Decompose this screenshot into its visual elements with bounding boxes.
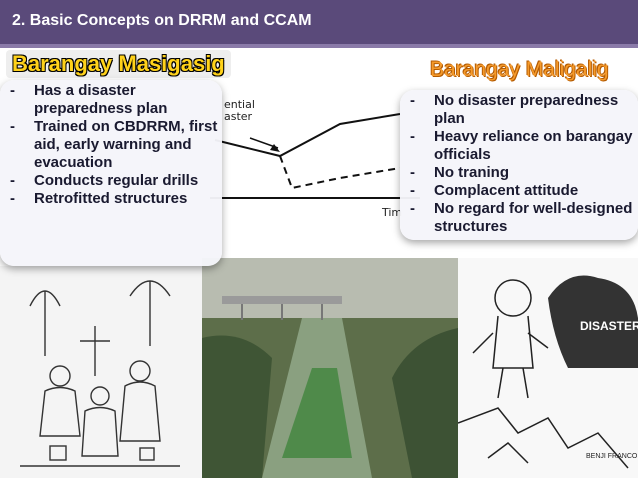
list-item: -No traning <box>410 164 509 181</box>
disaster-cartoon: DISASTER BENJI FRANCO <box>458 258 638 478</box>
graph-solid-line <box>214 113 401 158</box>
graph-label-bottom: aster <box>224 110 253 123</box>
left-card: -Has a disaster preparedness plan -Train… <box>0 80 222 266</box>
graph-label-top: ential <box>224 98 255 111</box>
graph-time-label: Tim <box>382 206 403 219</box>
list-item: -No disaster preparedness plan <box>410 92 619 127</box>
cartoon-signature: BENJI FRANCO <box>586 453 638 460</box>
list-item: -Complacent attitude <box>410 182 579 199</box>
list-item: -Conducts regular drills <box>10 172 199 189</box>
community-drawing <box>0 266 202 478</box>
river-photo <box>202 258 458 478</box>
list-item: -Has a disaster preparedness plan <box>10 82 168 117</box>
slide-title: 2. Basic Concepts on DRRM and CCAM <box>12 12 312 29</box>
right-title: Barangay Maligalig <box>430 58 609 81</box>
graph-dashed-line <box>279 155 401 190</box>
right-card: -No disaster preparedness plan -Heavy re… <box>400 90 638 240</box>
list-item: -Trained on CBDRRM, first aid, early war… <box>10 118 218 171</box>
recovery-graph <box>210 113 420 199</box>
cartoon-disaster-text: DISASTER <box>580 319 638 333</box>
right-list: -No disaster preparedness plan -Heavy re… <box>400 90 638 236</box>
left-list: -Has a disaster preparedness plan -Train… <box>0 80 222 208</box>
slide-header: 2. Basic Concepts on DRRM and CCAM <box>0 0 638 48</box>
left-title: Barangay Masigasig <box>6 50 231 78</box>
list-item: -Retrofitted structures <box>10 190 188 207</box>
list-item: -Heavy reliance on barangay officials <box>410 128 633 163</box>
graph-arrow-head <box>270 144 280 152</box>
list-item: -No regard for well-designed structures <box>410 200 633 235</box>
